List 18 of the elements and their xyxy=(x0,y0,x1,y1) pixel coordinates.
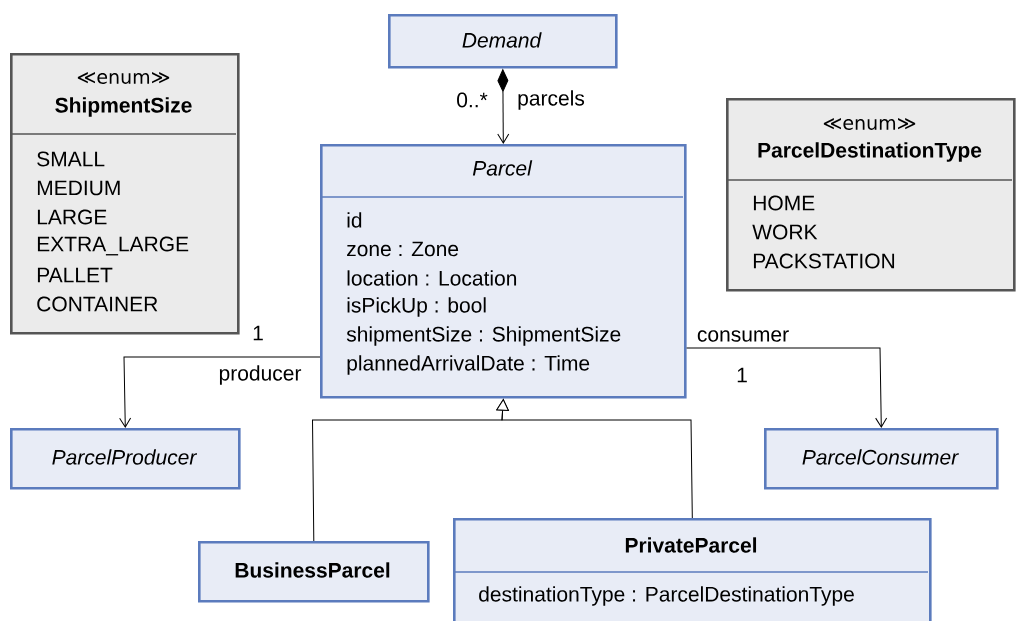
role-label: parcels xyxy=(516,89,586,111)
multiplicity-label: 0..* xyxy=(457,92,488,108)
class-box: ParcelConsumer xyxy=(764,428,999,490)
multiplicity-label: 1 xyxy=(737,367,747,383)
class-box: PrivateParcel destinationType : ParcelDestinationType xyxy=(453,518,932,621)
class-box: ≪enum≫ ParcelDestinationType HOME WORK PACKSTATION xyxy=(726,98,1016,292)
class-box: ≪enum≫ ShipmentSize SMALL MEDIUM LARGE EXTRA_LARGE PALLET CONTAINER xyxy=(10,53,240,335)
connector xyxy=(686,347,888,428)
connector xyxy=(497,69,510,144)
class-box: Demand xyxy=(388,14,618,69)
class-box: BusinessParcel xyxy=(198,541,430,603)
role-label: consumer xyxy=(695,329,791,343)
class-box: Parcel id zone : Zone location : Location isPickUp : bool shipmentSize : ShipmentSize plannedArrivalDate : Time xyxy=(320,144,687,399)
connector xyxy=(119,356,321,428)
class-box: ParcelProducer xyxy=(10,428,241,490)
role-label: producer xyxy=(217,364,303,386)
connector xyxy=(496,399,693,519)
multiplicity-label: 1 xyxy=(253,325,263,341)
